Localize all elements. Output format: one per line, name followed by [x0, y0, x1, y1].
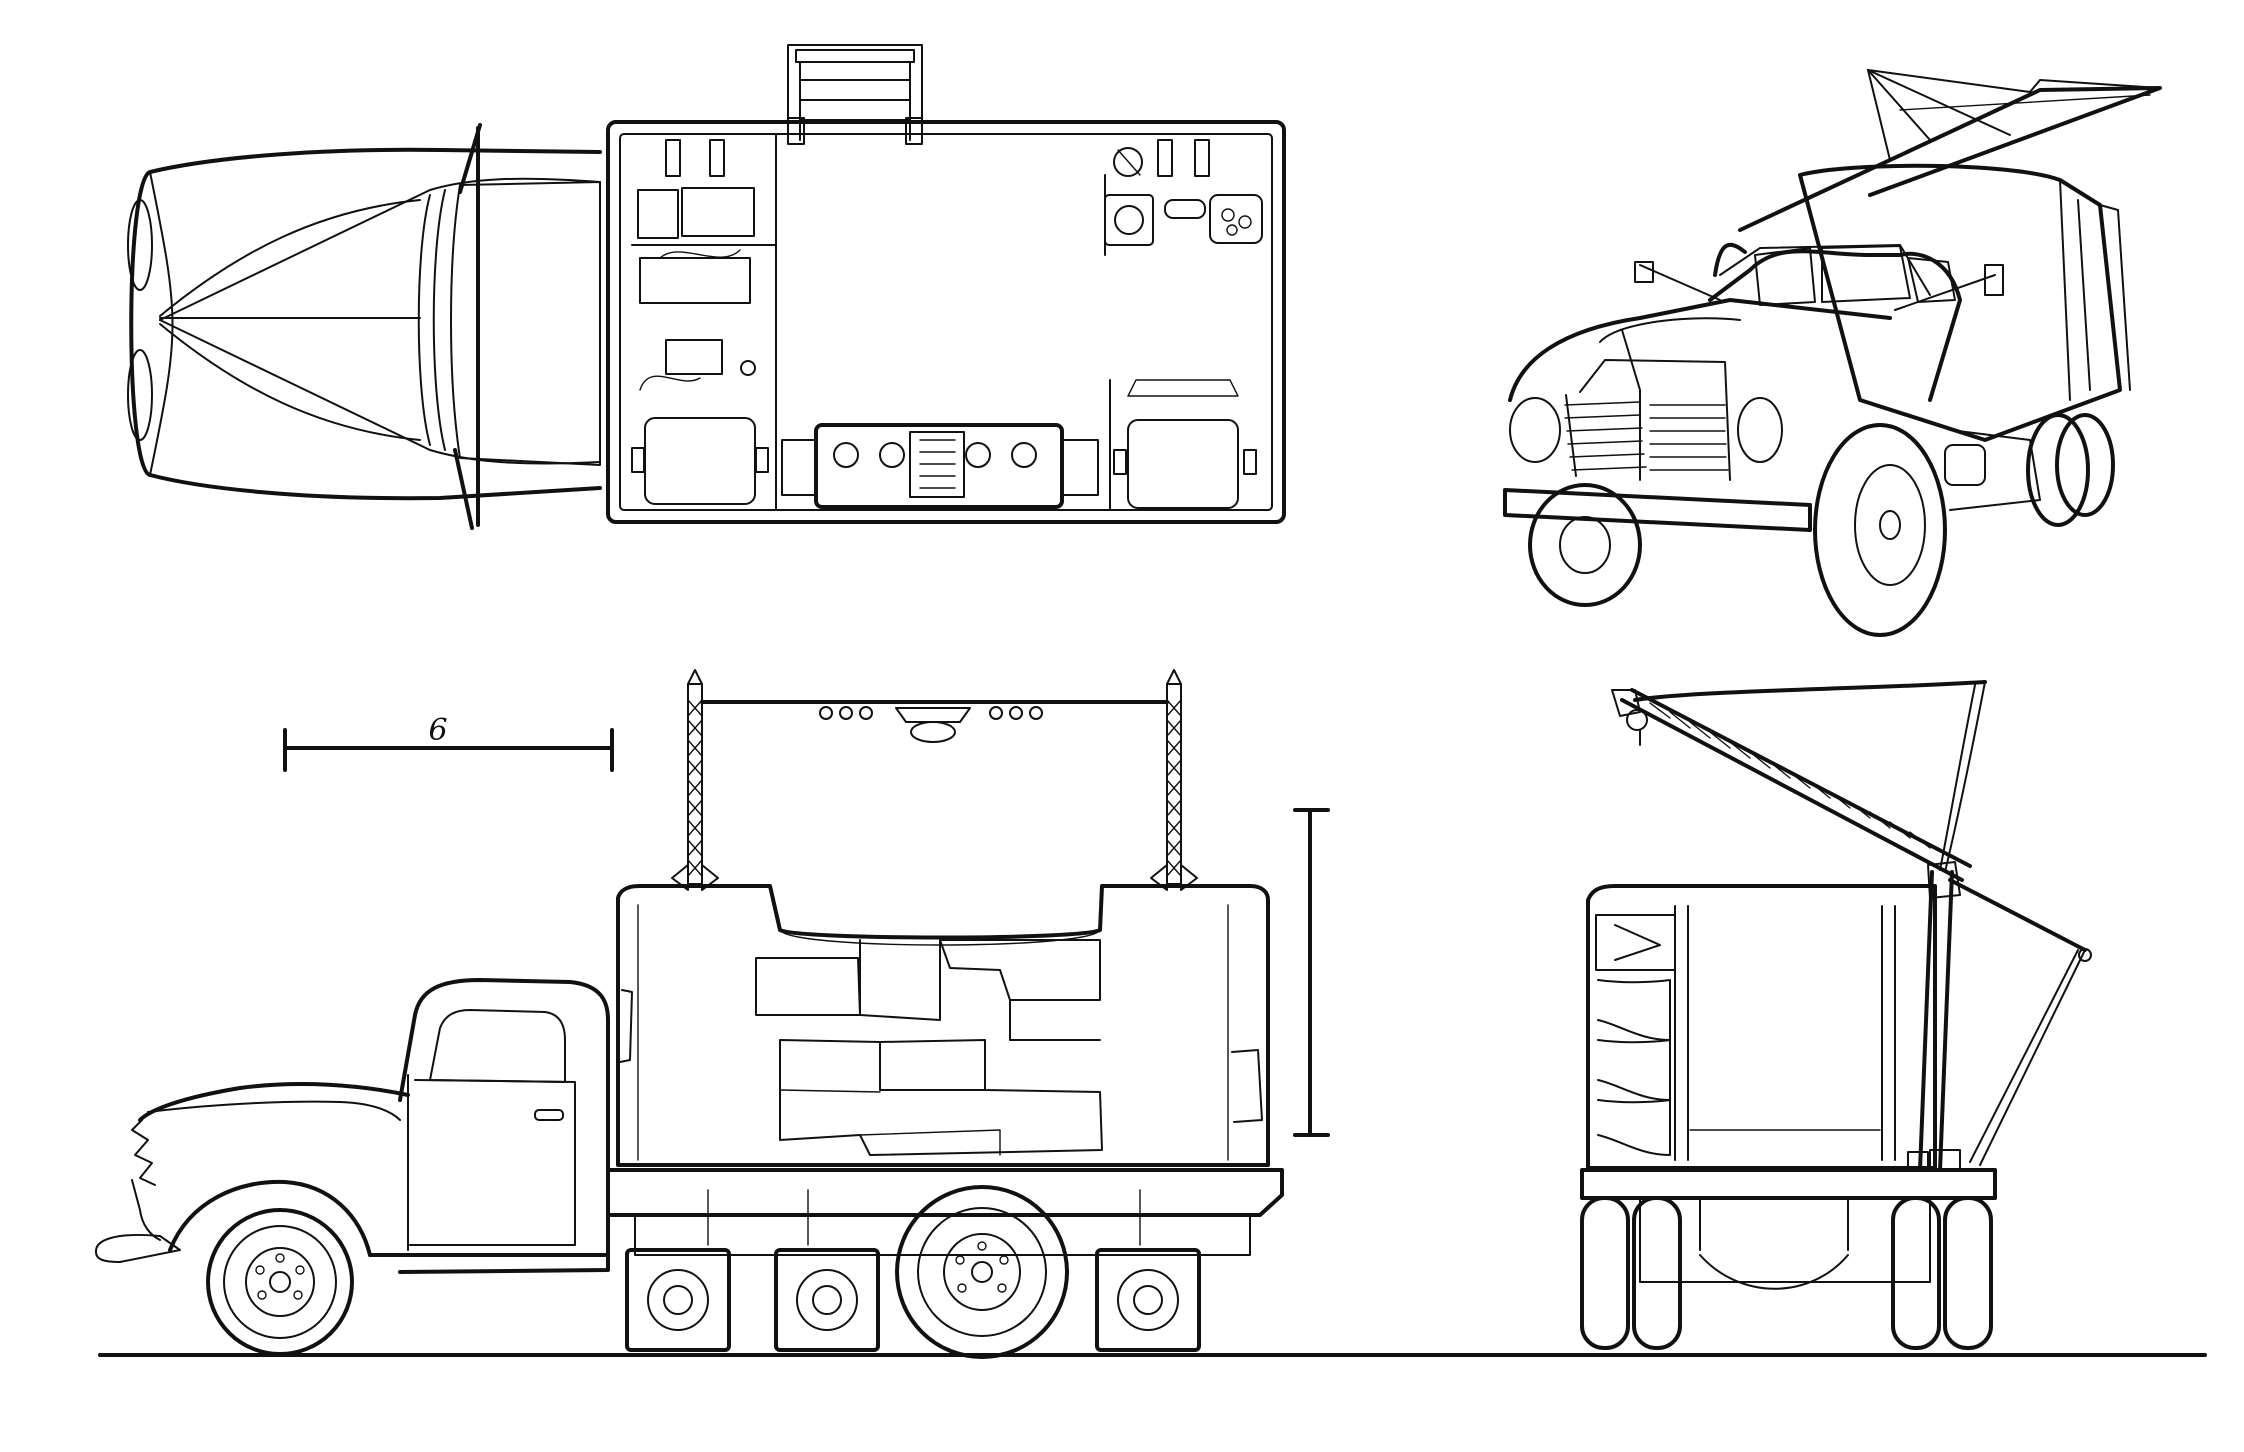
top-view-cab	[127, 123, 602, 530]
scale-bar-label: 6	[428, 713, 447, 748]
side-view	[95, 669, 1284, 1359]
top-view-box	[606, 44, 1286, 524]
scale-bar: 6	[283, 713, 614, 772]
rear-view	[1580, 680, 2092, 1350]
height-marker	[1293, 808, 1330, 1137]
front-perspective-view	[1503, 69, 2162, 637]
top-view	[127, 44, 1286, 530]
